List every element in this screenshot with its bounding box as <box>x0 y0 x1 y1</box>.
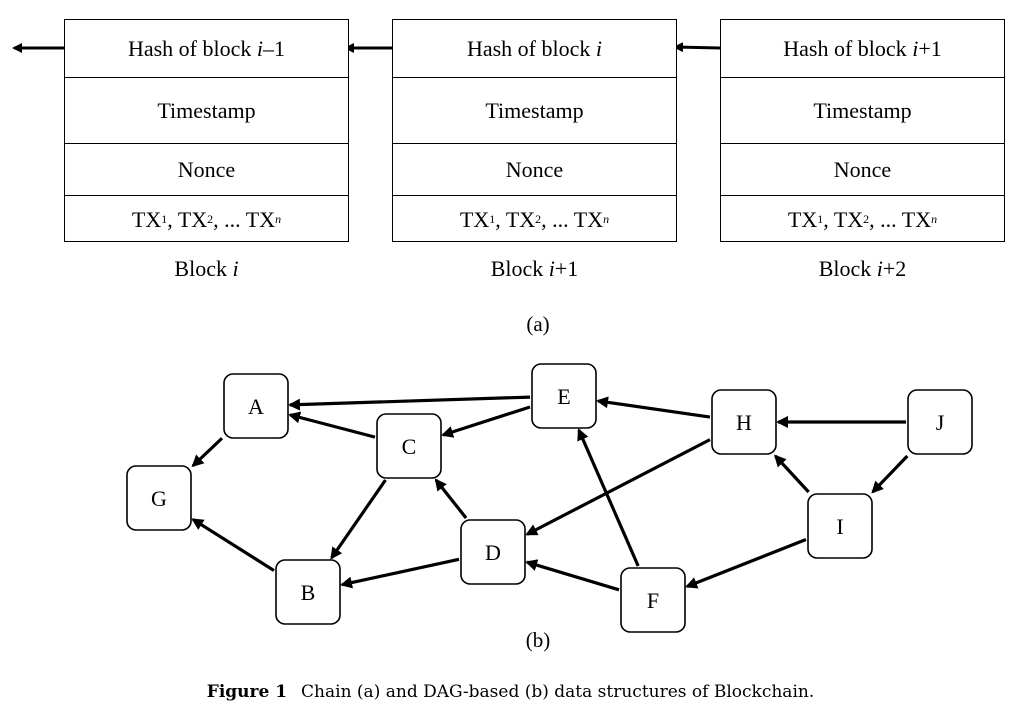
node-box <box>711 389 777 455</box>
node-label: E <box>557 384 570 409</box>
node-box <box>620 567 686 633</box>
node-box <box>907 389 973 455</box>
node-box <box>275 559 341 625</box>
node-label: G <box>151 486 167 511</box>
block-2-nonce: Nonce <box>721 144 1004 196</box>
block-1-hash: Hash of block i <box>393 20 676 78</box>
node-f: F <box>620 567 686 633</box>
node-box <box>126 465 192 531</box>
block-1-nonce: Nonce <box>393 144 676 196</box>
edge-f-to-e <box>577 428 640 567</box>
node-label: A <box>248 394 264 419</box>
node-label: F <box>647 588 659 613</box>
node-label: B <box>301 580 316 605</box>
block-2-caption: Block i+2 <box>818 256 907 281</box>
edge-e-to-c <box>441 405 531 438</box>
node-a: A <box>223 373 289 439</box>
figure-caption-text: Chain (a) and DAG-based (b) data structu… <box>301 682 815 702</box>
block-0-hash: Hash of block i–1 <box>65 20 348 78</box>
node-box <box>223 373 289 439</box>
node-label: H <box>736 410 752 435</box>
block-0-timestamp: Timestamp <box>65 78 348 144</box>
block-0-nonce: Nonce <box>65 144 348 196</box>
node-box <box>531 363 597 429</box>
node-j: J <box>907 389 973 455</box>
node-box <box>807 493 873 559</box>
part-b-label: (b) <box>525 628 551 652</box>
block-0-caption: Block i <box>174 256 239 281</box>
node-label: J <box>936 410 945 435</box>
edge-h-to-e <box>596 396 711 419</box>
edge-d-to-b <box>340 557 460 589</box>
node-b: B <box>275 559 341 625</box>
edge-a-to-g <box>191 437 224 468</box>
node-i: I <box>807 493 873 559</box>
edge-i-to-h <box>774 454 810 494</box>
node-label: I <box>836 514 843 539</box>
node-label: D <box>485 540 501 565</box>
node-h: H <box>711 389 777 455</box>
block-2-hash: Hash of block i+1 <box>721 20 1004 78</box>
edge-f-to-d <box>525 559 620 592</box>
part-a-label: (a) <box>526 312 550 336</box>
block-1-caption: Block i+1 <box>490 256 579 281</box>
edge-b-to-g <box>191 518 275 572</box>
figure-label: Figure 1 <box>206 682 288 702</box>
figure-caption: Figure 1 Chain (a) and DAG-based (b) data… <box>0 682 1021 702</box>
edge-c-to-b <box>330 479 387 560</box>
chain-arrow-2-1 <box>673 42 721 53</box>
node-box <box>376 413 442 479</box>
node-c: C <box>376 413 442 479</box>
node-g: G <box>126 465 192 531</box>
edge-h-to-d <box>525 438 711 536</box>
node-label: C <box>402 434 417 459</box>
edge-e-to-a <box>288 395 531 411</box>
block-1-timestamp: Timestamp <box>393 78 676 144</box>
edge-j-to-i <box>871 454 909 494</box>
edge-d-to-c <box>434 478 468 519</box>
edge-i-to-f <box>685 537 807 589</box>
block-2-timestamp: Timestamp <box>721 78 1004 144</box>
node-box <box>460 519 526 585</box>
node-e: E <box>531 363 597 429</box>
edge-c-to-a <box>288 411 376 439</box>
node-d: D <box>460 519 526 585</box>
